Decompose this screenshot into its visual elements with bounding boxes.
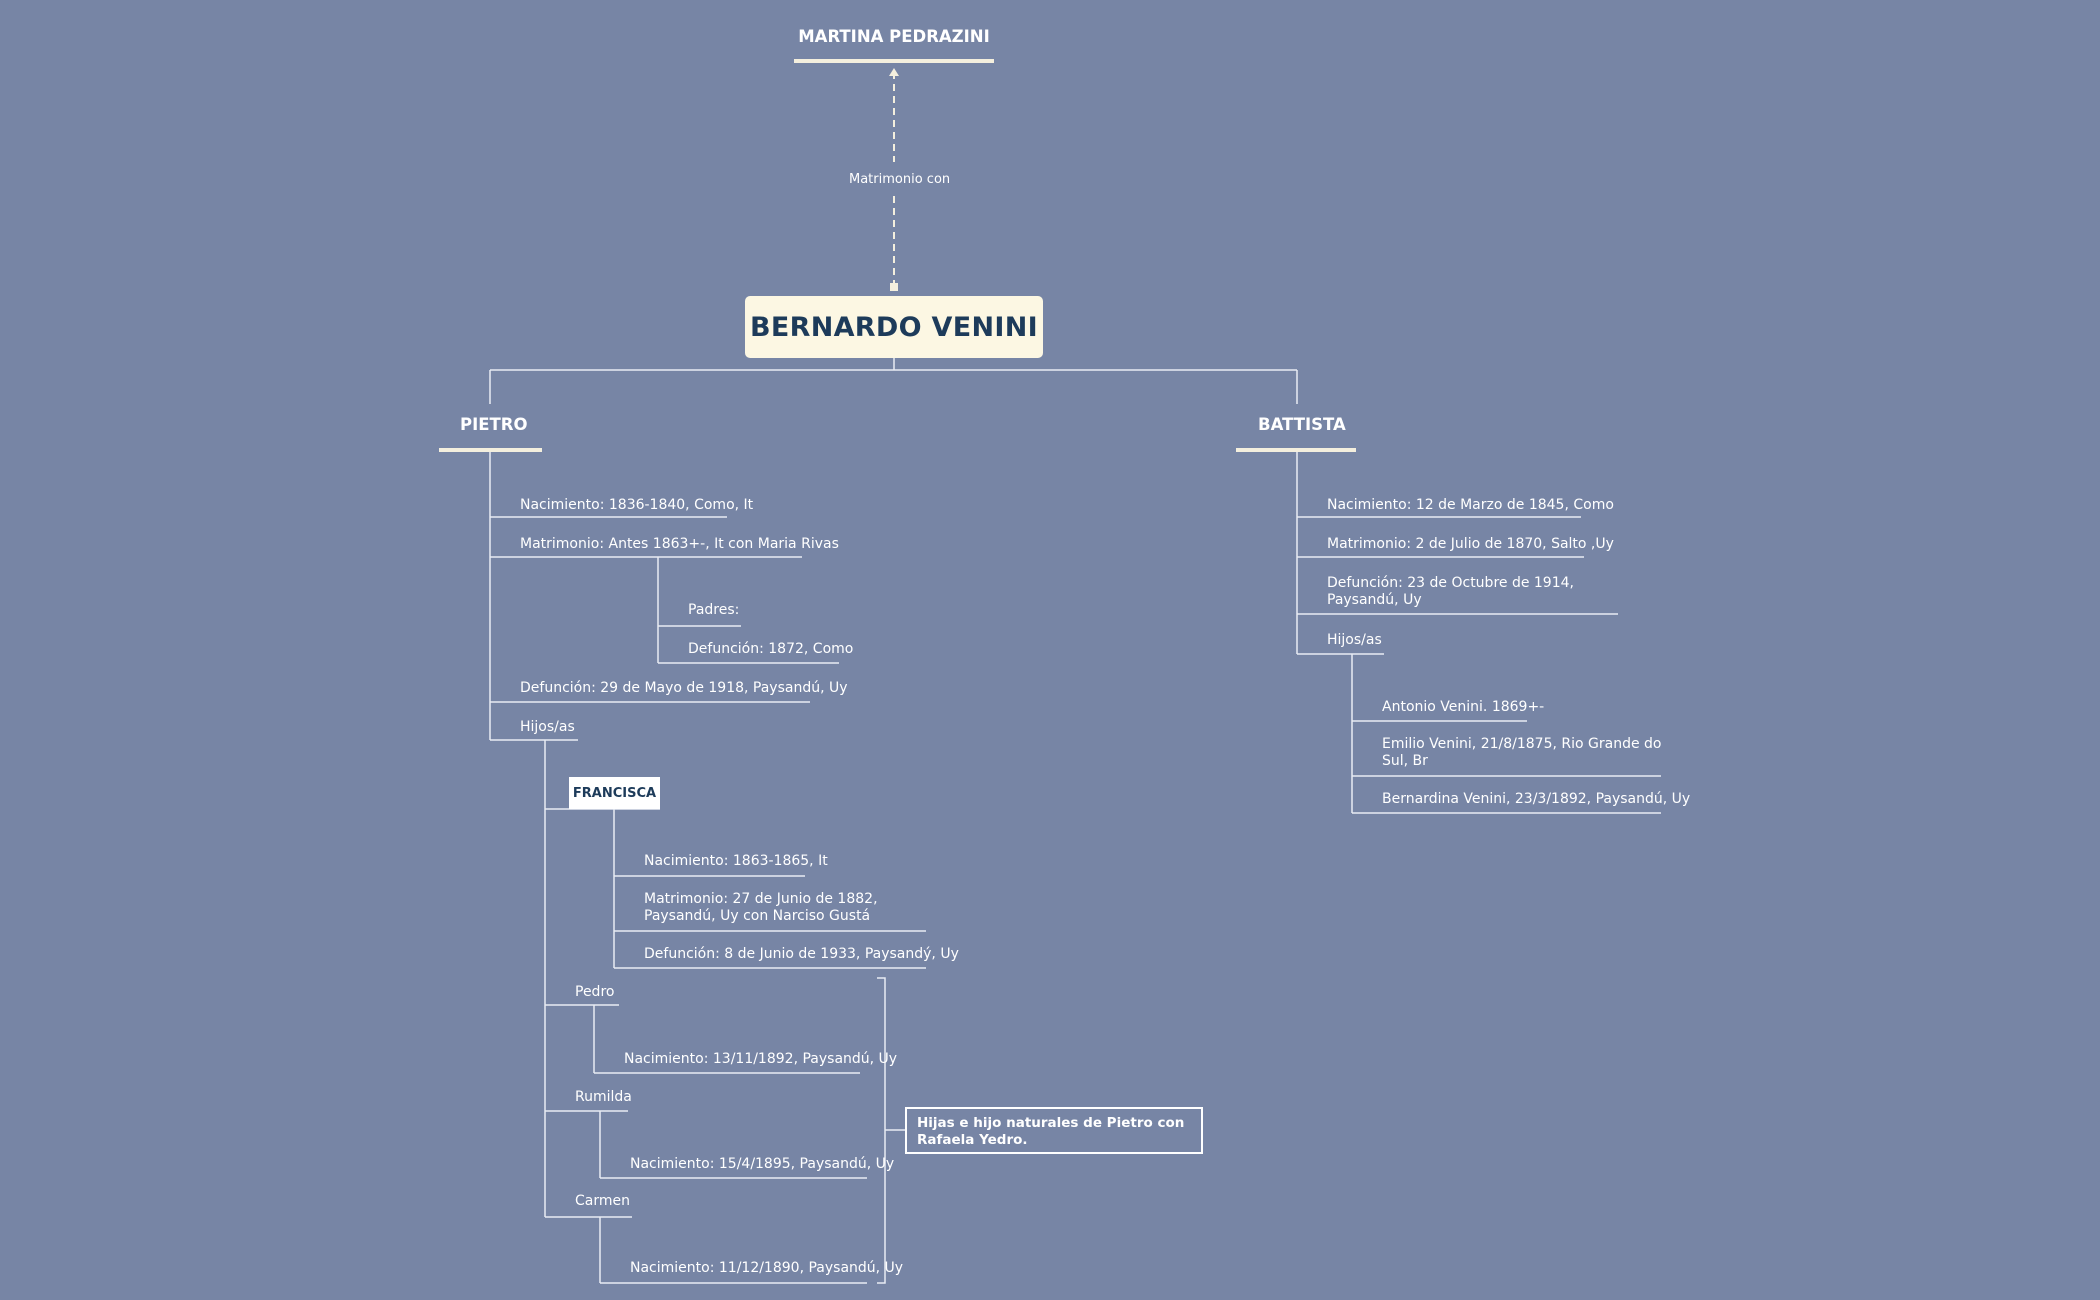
carmen-nacimiento[interactable]: Nacimiento: 11/12/1890, Paysandú, Uy [630,1260,904,1276]
pietro-matrimonio[interactable]: Matrimonio: Antes 1863+-, It con Maria R… [520,536,839,552]
battista-matrimonio[interactable]: Matrimonio: 2 de Julio de 1870, Salto ,U… [1327,536,1614,552]
marriage-relation-label: Matrimonio con [849,172,951,187]
battista-hijos-spine [1351,654,1661,814]
battista-defuncion[interactable]: Defunción: 23 de Octubre de 1914, Paysan… [1327,575,1574,608]
battista-hijos-label[interactable]: Hijos/as [1327,632,1382,648]
francisca-name: FRANCISCA [572,785,657,801]
note-bracket [877,977,905,1284]
rumilda-node[interactable]: Rumilda [575,1089,632,1105]
francisca-node[interactable]: FRANCISCA [569,777,660,809]
francisca-nacimiento[interactable]: Nacimiento: 1863-1865, It [644,853,828,869]
pietro-hijos-label[interactable]: Hijos/as [520,719,575,735]
root-branch-connector [489,358,1298,404]
pietro-esposa-defuncion[interactable]: Defunción: 1872, Como [688,641,854,657]
pedro-nacimiento[interactable]: Nacimiento: 13/11/1892, Paysandú, Uy [624,1051,898,1067]
pietro-defuncion[interactable]: Defunción: 29 de Mayo de 1918, Paysandú,… [520,680,848,696]
battista-hijo-bernardina[interactable]: Bernardina Venini, 23/3/1892, Paysandú, … [1382,791,1691,807]
pietro-padres[interactable]: Padres: [688,602,740,618]
francisca-defuncion[interactable]: Defunción: 8 de Junio de 1933, Paysandý,… [644,946,959,962]
francisca-matrimonio[interactable]: Matrimonio: 27 de Junio de 1882, Paysand… [644,891,878,924]
battista-node[interactable]: BATTISTA [1258,415,1346,434]
root-person-name: BERNARDO VENINI [750,311,1038,343]
battista-hijo-antonio[interactable]: Antonio Venini. 1869+- [1382,699,1545,715]
spouse-underline [794,59,994,63]
battista-nacimiento[interactable]: Nacimiento: 12 de Marzo de 1845, Como [1327,497,1614,513]
pietro-node[interactable]: PIETRO [460,415,528,434]
rumilda-nacimiento[interactable]: Nacimiento: 15/4/1895, Paysandú, Uy [630,1156,895,1172]
natural-children-note[interactable]: Hijas e hijo naturales de Pietro con Raf… [905,1107,1203,1154]
natural-children-note-text: Hijas e hijo naturales de Pietro con Raf… [917,1115,1185,1148]
francisca-spine [613,809,926,969]
carmen-node[interactable]: Carmen [575,1193,630,1209]
root-person-node[interactable]: BERNARDO VENINI [745,296,1043,358]
pedro-node[interactable]: Pedro [575,984,615,1000]
battista-underline [1236,448,1356,452]
pietro-underline [439,448,542,452]
spouse-name[interactable]: MARTINA PEDRAZINI [798,27,990,46]
pietro-nacimiento[interactable]: Nacimiento: 1836-1840, Como, It [520,497,754,513]
battista-hijo-emilio[interactable]: Emilio Venini, 21/8/1875, Rio Grande do … [1382,736,1662,769]
